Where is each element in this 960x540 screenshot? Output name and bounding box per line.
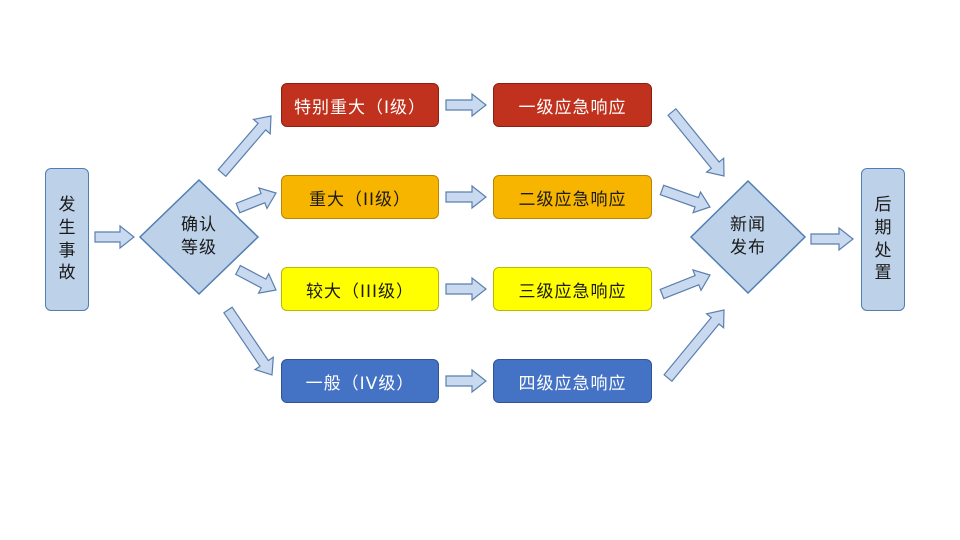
level-label: 重大（II级） [308,189,412,210]
arrow-level-to-response-1 [445,92,487,118]
arrow-response-2-to-news [659,184,711,214]
response-label: 二级应急响应 [518,189,627,210]
response-box-2: 二级应急响应 [493,175,652,219]
response-box-4: 四级应急响应 [493,359,652,403]
response-box-1: 一级应急响应 [493,83,652,127]
confirm-diamond [138,178,260,296]
arrow-level-to-response-2 [445,184,487,210]
start-node: 发生事故 [45,168,89,311]
level-label: 一般（IV级） [305,373,415,394]
confirm-node-label-wrap: 确认等级 [164,207,234,267]
arrow-response-3-to-news [659,268,711,300]
response-label: 四级应急响应 [518,373,627,394]
arrow-confirm-to-level-4 [223,306,274,376]
response-label: 一级应急响应 [518,97,627,118]
arrow-response-4-to-news [663,309,725,383]
arrow-news-to-end [810,226,854,252]
arrow-level-to-response-3 [445,276,487,302]
start-node-label: 发生事故 [58,194,76,284]
end-node-label: 后期处置 [874,194,892,284]
arrow-confirm-to-level-1 [217,115,272,178]
arrow-layer [94,92,854,394]
end-node: 后期处置 [861,168,905,311]
level-label: 特别重大（I级） [293,97,426,118]
confirm-node-label: 确认等级 [180,215,217,258]
level-box-4: 一般（IV级） [281,359,439,403]
level-box-2: 重大（II级） [281,175,439,219]
level-label: 较大（III级） [305,281,415,302]
arrow-confirm-to-level-3 [234,264,277,295]
response-label: 三级应急响应 [518,281,627,302]
news-diamond [689,179,807,295]
news-node-label-wrap: 新闻发布 [713,207,783,267]
arrow-confirm-to-level-2 [235,186,277,214]
arrow-level-to-response-4 [445,368,487,394]
level-box-3: 较大（III级） [281,267,439,311]
arrow-response-1-to-news [667,107,725,177]
news-node-label: 新闻发布 [729,215,766,258]
response-box-3: 三级应急响应 [493,267,652,311]
arrow-start-to-confirm [94,224,135,250]
level-box-1: 特别重大（I级） [281,83,439,127]
